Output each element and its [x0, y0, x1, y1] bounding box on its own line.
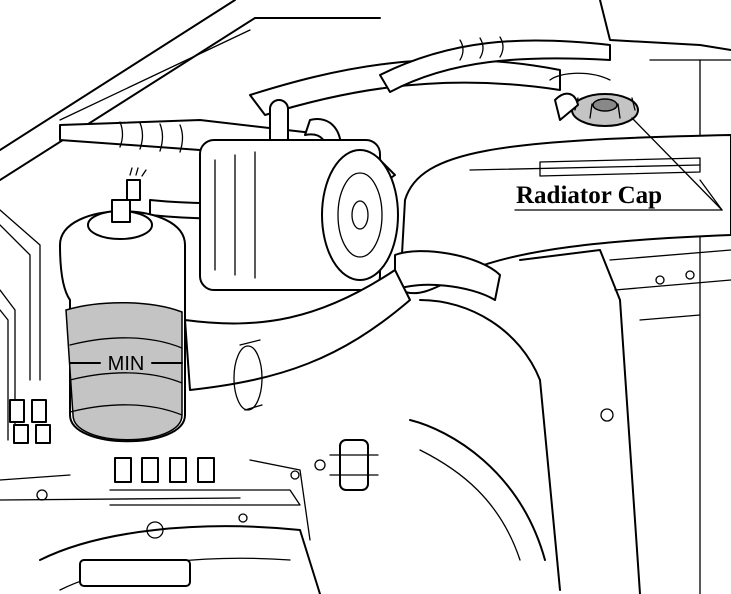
- radiator-shroud: [409, 249, 731, 594]
- lower-radiator-hose: [184, 269, 411, 411]
- brake-lines: [0, 209, 241, 501]
- min-level-label: MIN: [108, 353, 145, 375]
- radiator-cap-label: Radiator Cap: [516, 182, 662, 209]
- coolant-reservoir-icon: MIN: [59, 167, 186, 443]
- compressor: [199, 139, 399, 291]
- radiator-cap-icon: [549, 72, 639, 127]
- lower-components: [39, 439, 379, 594]
- air-intake-duct: [394, 134, 731, 301]
- coolant-level-fill: [65, 301, 183, 441]
- radiator-cap-callout: Radiator Cap: [514, 117, 723, 211]
